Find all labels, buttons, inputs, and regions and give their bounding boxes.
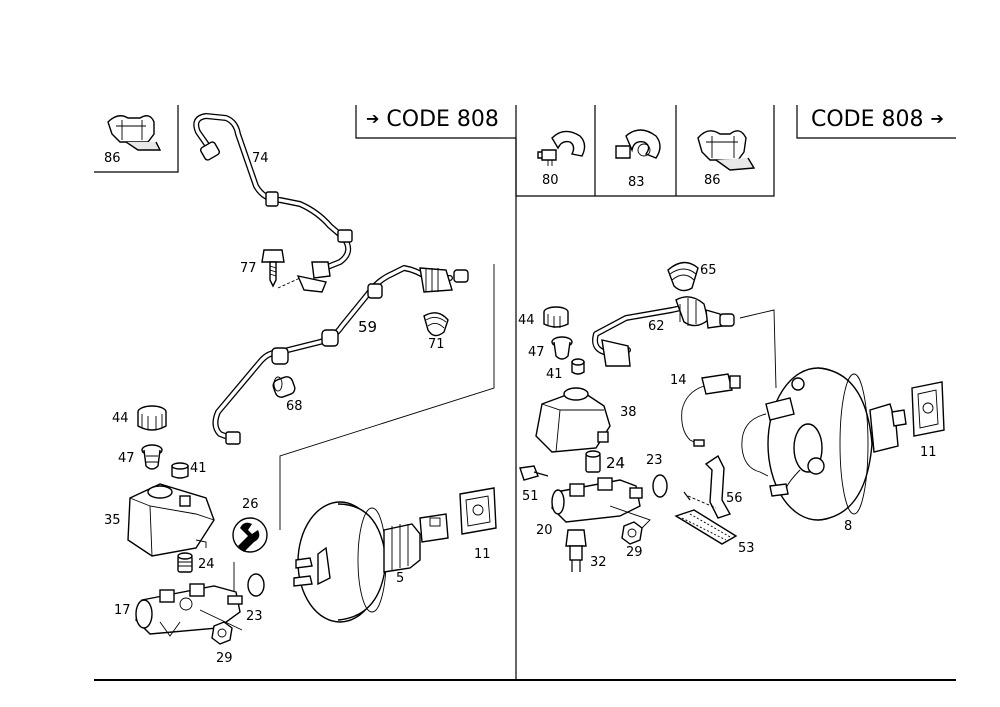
label-86-left: 86 [104,151,121,166]
label-23-right: 23 [646,453,663,468]
label-11-left: 11 [474,547,491,562]
code-808-left-label: CODE 808 [386,107,499,132]
clip-icon-83 [615,129,661,159]
label-83: 83 [628,175,645,190]
boot-71 [423,312,449,337]
label-23-left: 23 [246,609,263,624]
plug-24-right [585,450,601,473]
reservoir-cap-44-right [543,306,569,328]
strainer-47 [141,444,163,470]
brake-pipe-59 [212,265,469,445]
reservoir-35 [127,483,215,557]
nut-29-left [211,621,233,645]
screw-77 [261,249,301,289]
leader-62 [739,309,777,389]
label-44-right: 44 [518,313,535,328]
label-51: 51 [522,489,539,504]
label-59: 59 [358,318,377,336]
master-cylinder-17 [135,583,243,637]
wrench-icon [232,517,268,553]
clip-icon-86-left [107,115,162,151]
label-77: 77 [240,261,257,276]
gasket-11-left [459,487,497,535]
sensor-14 [681,373,741,447]
label-68: 68 [286,399,303,414]
reservoir-38 [535,387,611,453]
clip-icon-80 [537,130,586,166]
label-47-left: 47 [118,451,135,466]
labels-right: 80 83 86 65 44 62 47 41 14 38 24 23 51 5… [518,173,937,570]
label-62: 62 [648,319,665,334]
brake-pipe-62 [592,296,735,367]
boot-65 [667,261,699,292]
label-44-left: 44 [112,411,129,426]
seal-ring-23-right [652,474,668,498]
label-11-right: 11 [920,445,937,460]
grommet-41 [171,462,189,479]
frame-lines [94,105,956,681]
label-26: 26 [242,497,259,512]
master-cylinder-20 [551,477,651,531]
label-29-right: 29 [626,545,643,560]
plate-53 [674,509,738,545]
grommet-41-right [571,358,585,375]
clip-icon-86-right [697,130,756,171]
arrow-right-icon: ➔ [366,109,380,128]
label-47-right: 47 [528,345,545,360]
leader-59 [279,264,495,530]
label-8: 8 [844,519,852,534]
plug-24-left [177,552,193,573]
bolt-51 [519,465,549,481]
arrow-right-icon: ➔ [930,109,944,128]
labels-left: 86 74 77 59 71 68 44 47 41 35 26 24 17 2… [104,151,491,666]
brake-booster-8 [741,367,907,521]
reservoir-cap-44 [137,405,167,431]
label-24-left: 24 [198,557,215,572]
label-71: 71 [428,337,445,352]
label-56: 56 [726,491,743,506]
label-41-right: 41 [546,367,563,382]
label-53: 53 [738,541,755,556]
brake-pipe-74 [193,113,353,293]
sleeve-68 [272,376,296,398]
label-14: 14 [670,373,687,388]
gasket-11-right [911,381,945,437]
label-41-left: 41 [190,461,207,476]
label-24-right: 24 [606,454,625,472]
label-65: 65 [700,263,717,278]
nut-29-right [621,521,643,545]
label-80: 80 [542,173,559,188]
code-808-right: CODE 808 ➔ [811,109,944,131]
bracket-56 [683,454,732,519]
label-17: 17 [114,603,131,618]
label-32: 32 [590,555,607,570]
label-86-right: 86 [704,173,721,188]
code-808-left: ➔ CODE 808 [366,109,499,131]
pressure-switch-32 [565,529,587,572]
brake-booster-5 [293,501,449,623]
label-38: 38 [620,405,637,420]
code-808-right-label: CODE 808 [811,107,924,132]
label-29-left: 29 [216,651,233,666]
label-74: 74 [252,151,269,166]
strainer-47-right [551,336,573,360]
label-35: 35 [104,513,121,528]
label-5: 5 [396,571,404,586]
label-20: 20 [536,523,553,538]
